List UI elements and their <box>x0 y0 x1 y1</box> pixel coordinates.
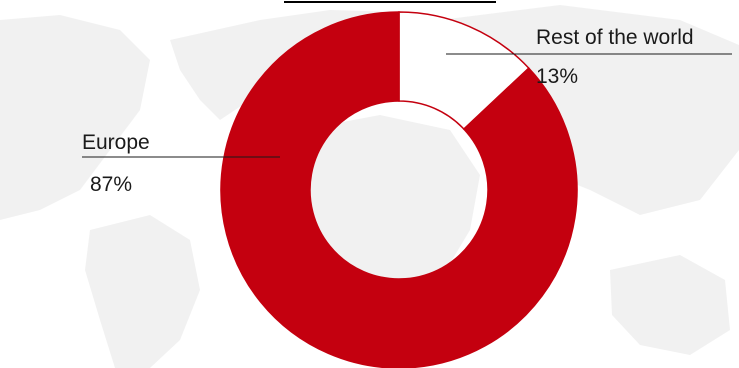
slice-value-rest-of-world: 13% <box>536 65 578 88</box>
map-north-america <box>0 15 150 220</box>
slice-value-europe: 87% <box>90 173 132 196</box>
map-south-america <box>85 215 200 368</box>
slice-label-europe: Europe <box>82 131 150 154</box>
donut-slice-europe <box>220 11 578 368</box>
map-australia <box>610 255 730 355</box>
donut-slices <box>220 11 578 368</box>
slice-label-rest-of-world: Rest of the world <box>536 26 694 49</box>
